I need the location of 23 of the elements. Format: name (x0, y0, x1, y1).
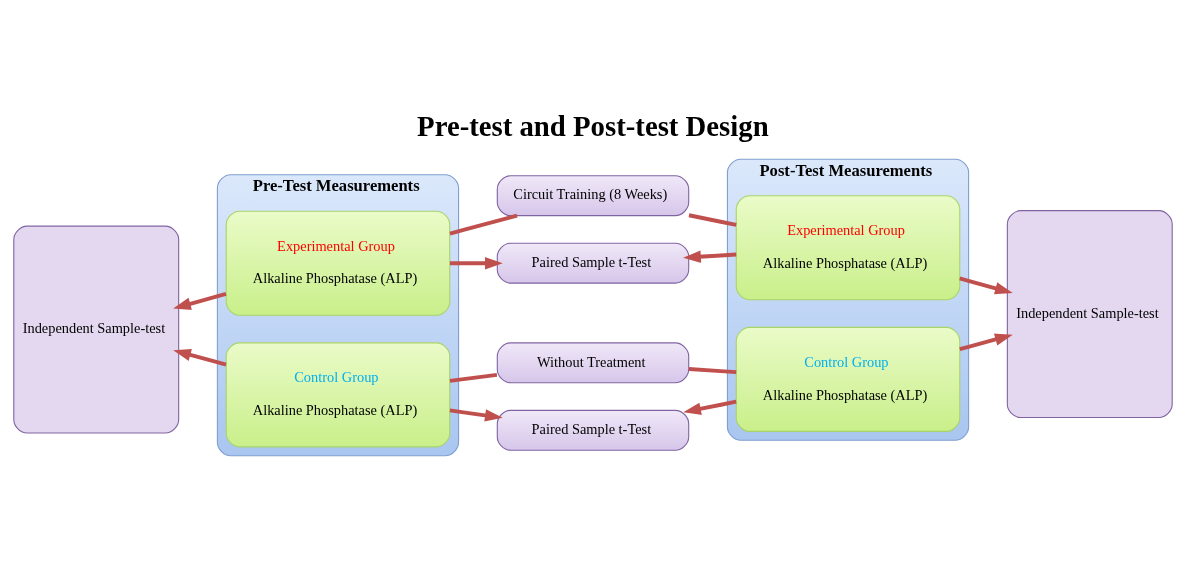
node-box: Paired Sample t-Test (496, 409, 690, 451)
arrow (173, 348, 227, 367)
arrow (683, 250, 737, 263)
arrow (449, 408, 503, 422)
node-box: Control Group Alkaline Phosphatase (ALP) (735, 326, 961, 432)
node-box: Experimental Group Alkaline Phosphatase (ALP) (225, 210, 451, 316)
node-box: Experimental Group Alkaline Phosphatase (ALP) (735, 195, 961, 301)
diagram-title: Pre-test and Post-test Design (417, 109, 769, 142)
node-box: Independent Sample-test (13, 225, 180, 434)
node-box: Paired Sample t-Test (496, 242, 690, 284)
arrow (173, 292, 227, 310)
connector (449, 213, 518, 236)
arrow (449, 257, 503, 270)
node-box: Independent Sample-test (1006, 210, 1173, 419)
node-box: Without Treatment (496, 342, 690, 384)
arrow (683, 399, 737, 415)
connector (688, 213, 737, 227)
arrow (959, 276, 1013, 295)
connector (688, 367, 737, 375)
connector (449, 372, 498, 383)
node-box: Control Group Alkaline Phosphatase (ALP) (225, 342, 451, 448)
arrow (959, 333, 1013, 352)
node-box: Circuit Training (8 Weeks) (496, 175, 690, 217)
